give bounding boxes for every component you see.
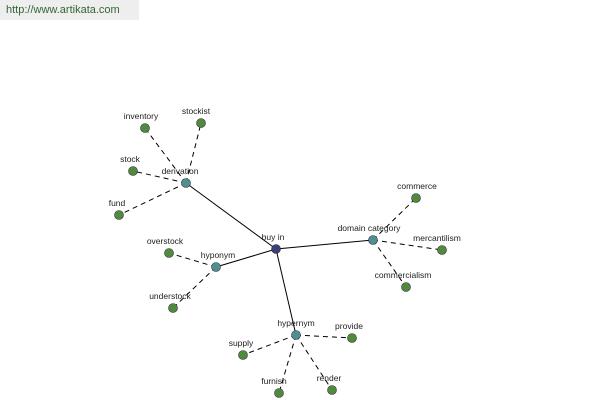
word-node-stockist-dot[interactable] <box>196 118 206 128</box>
word-node-understock-label: understock <box>149 291 191 301</box>
relation-node-hypernym[interactable]: hypernym <box>277 318 315 340</box>
edge-root-hypernym <box>275 248 297 336</box>
edge-derivation-stockist <box>185 122 202 184</box>
word-node-commerce-label: commerce <box>397 181 437 191</box>
word-node-render[interactable]: render <box>317 373 342 395</box>
word-node-provide[interactable]: provide <box>335 321 363 343</box>
relation-node-derivation[interactable]: derivation <box>162 166 199 188</box>
word-node-furnish[interactable]: furnish <box>261 376 287 398</box>
relation-node-hypernym-label: hypernym <box>277 318 314 328</box>
edge-domain-category-commerce <box>372 197 417 241</box>
word-node-mercantilism-label: mercantilism <box>413 233 461 243</box>
word-node-provide-label: provide <box>335 321 363 331</box>
edge-derivation-inventory <box>144 127 187 184</box>
nodes: inventory stockist stock fund commerce mercan… <box>109 106 461 398</box>
word-node-render-dot[interactable] <box>327 385 337 395</box>
relation-node-domain-category-dot[interactable] <box>368 235 378 245</box>
edge-root-derivation <box>185 182 277 250</box>
root-node-buy-in-label: buy in <box>262 232 285 242</box>
word-node-provide-dot[interactable] <box>347 333 357 343</box>
edge-root-domain-category <box>275 239 374 250</box>
word-node-fund-dot[interactable] <box>114 210 124 220</box>
word-node-supply-dot[interactable] <box>238 350 248 360</box>
edges <box>118 122 443 394</box>
word-node-furnish-dot[interactable] <box>274 388 284 398</box>
relation-node-hyponym[interactable]: hyponym <box>201 250 236 272</box>
word-node-stockist[interactable]: stockist <box>182 106 211 128</box>
edge-hypernym-render <box>295 334 333 391</box>
word-node-commercialism-dot[interactable] <box>401 282 411 292</box>
word-node-overstock-dot[interactable] <box>164 248 174 258</box>
word-node-understock[interactable]: understock <box>149 291 192 313</box>
word-node-fund[interactable]: fund <box>109 198 126 220</box>
word-node-stock[interactable]: stock <box>120 154 141 176</box>
relation-node-hyponym-dot[interactable] <box>211 262 221 272</box>
word-node-fund-label: fund <box>109 198 126 208</box>
relation-node-domain-category[interactable]: domain category <box>338 223 402 245</box>
relation-node-hypernym-dot[interactable] <box>291 330 301 340</box>
word-node-commercialism-label: commercialism <box>375 270 432 280</box>
relation-node-derivation-dot[interactable] <box>181 178 191 188</box>
relation-node-domain-category-label: domain category <box>338 223 402 233</box>
relation-node-hyponym-label: hyponym <box>201 250 236 260</box>
edge-domain-category-commercialism <box>372 239 407 288</box>
word-node-understock-dot[interactable] <box>168 303 178 313</box>
root-node-buy-in-dot[interactable] <box>271 244 281 254</box>
edge-hypernym-supply <box>242 334 297 356</box>
word-node-mercantilism-dot[interactable] <box>437 245 447 255</box>
relation-node-derivation-label: derivation <box>162 166 199 176</box>
word-node-inventory[interactable]: inventory <box>124 111 159 133</box>
word-node-inventory-label: inventory <box>124 111 159 121</box>
word-node-commerce[interactable]: commerce <box>397 181 437 203</box>
root-node-buy-in[interactable]: buy in <box>262 232 285 254</box>
word-node-supply[interactable]: supply <box>229 338 254 360</box>
word-node-commerce-dot[interactable] <box>411 193 421 203</box>
word-node-overstock-label: overstock <box>147 236 184 246</box>
word-node-overstock[interactable]: overstock <box>147 236 184 258</box>
edge-hypernym-provide <box>295 334 353 339</box>
word-node-render-label: render <box>317 373 342 383</box>
edge-root-hyponym <box>215 248 277 268</box>
edge-hypernym-furnish <box>278 334 297 394</box>
site-url-link[interactable]: http://www.artikata.com <box>0 0 139 20</box>
word-node-furnish-label: furnish <box>261 376 287 386</box>
word-node-stockist-label: stockist <box>182 106 211 116</box>
edge-hyponym-understock <box>172 266 217 309</box>
word-node-mercantilism[interactable]: mercantilism <box>413 233 461 255</box>
edge-derivation-stock <box>132 170 187 184</box>
word-node-commercialism[interactable]: commercialism <box>375 270 432 292</box>
word-node-inventory-dot[interactable] <box>140 123 150 133</box>
word-node-stock-label: stock <box>120 154 141 164</box>
edge-hyponym-overstock <box>168 252 217 268</box>
word-node-supply-label: supply <box>229 338 254 348</box>
edge-derivation-fund <box>118 182 187 216</box>
word-node-stock-dot[interactable] <box>128 166 138 176</box>
edge-domain-category-mercantilism <box>372 239 443 251</box>
